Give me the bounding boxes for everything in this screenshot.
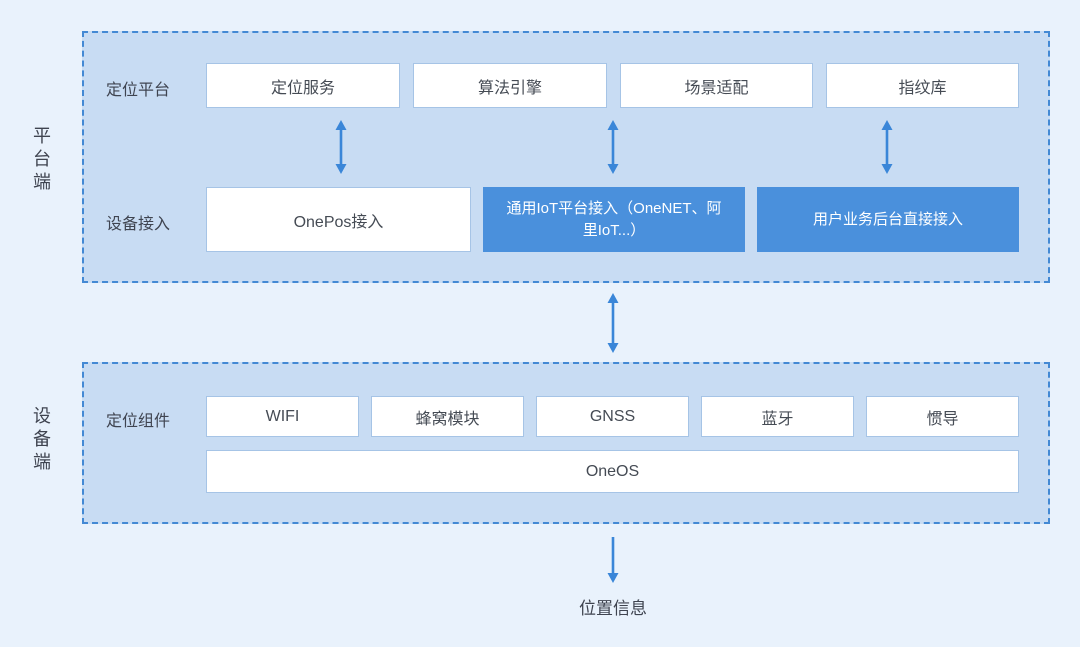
bidirectional-arrow-icon	[879, 120, 895, 174]
device-panel	[82, 362, 1050, 524]
bidirectional-arrow-icon	[605, 293, 621, 353]
box-generic-iot-platform-access: 通用IoT平台接入（OneNET、阿里IoT...）	[483, 187, 745, 252]
location-info-label: 位置信息	[579, 599, 647, 618]
bidirectional-arrow-icon	[333, 120, 349, 174]
positioning-platform-label: 定位平台	[105, 82, 170, 99]
box-scene-adaptation: 场景适配	[620, 63, 813, 108]
box-positioning-service: 定位服务	[206, 63, 400, 108]
down-arrow-icon	[605, 537, 621, 583]
positioning-components-label: 定位组件	[105, 413, 170, 430]
platform-side-label: 平台端	[31, 126, 51, 195]
box-fingerprint-db: 指纹库	[826, 63, 1019, 108]
box-algorithm-engine: 算法引擎	[413, 63, 607, 108]
box-gnss: GNSS	[536, 396, 689, 437]
box-bluetooth: 蓝牙	[701, 396, 854, 437]
device-access-label: 设备接入	[105, 216, 170, 233]
box-inertial-nav: 惯导	[866, 396, 1019, 437]
bidirectional-arrow-icon	[605, 120, 621, 174]
box-onepos-access: OnePos接入	[206, 187, 471, 252]
box-wifi: WIFI	[206, 396, 359, 437]
box-user-backend-direct-access: 用户业务后台直接接入	[757, 187, 1019, 252]
box-oneos: OneOS	[206, 450, 1019, 493]
device-side-label: 设备端	[31, 406, 51, 475]
box-cellular-module: 蜂窝模块	[371, 396, 524, 437]
